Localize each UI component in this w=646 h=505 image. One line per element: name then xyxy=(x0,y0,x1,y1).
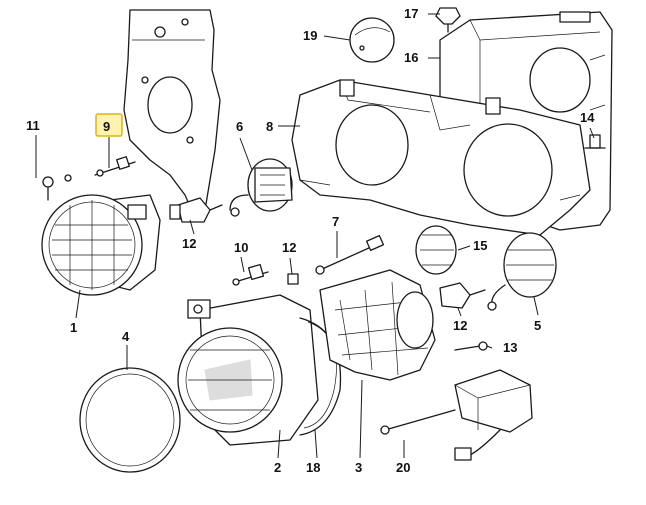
leader-lines xyxy=(35,13,595,459)
callout-3: 3 xyxy=(355,460,362,475)
lower-headlight-unit xyxy=(177,294,319,446)
callout-7: 7 xyxy=(332,214,339,229)
callout-19: 18 xyxy=(306,460,320,475)
adjusting-screw xyxy=(94,156,136,177)
gasket xyxy=(299,317,342,436)
nut xyxy=(287,273,299,285)
callout-9: 9 xyxy=(103,119,110,134)
adjuster-rod xyxy=(315,234,385,275)
bezel-ring xyxy=(79,367,181,473)
screw-14 xyxy=(454,341,488,351)
highlight-box-9 xyxy=(95,113,123,137)
callout-6: 6 xyxy=(236,119,243,134)
callout-17: 16 xyxy=(404,50,418,65)
callout-20: 19 xyxy=(303,28,317,43)
bulb-12-lower xyxy=(439,282,486,309)
callout-18: 17 xyxy=(404,6,418,21)
bulb-12-upper xyxy=(169,197,223,223)
callout-1: 1 xyxy=(70,320,77,335)
bulb-socket-16 xyxy=(415,225,457,275)
callout-4: 4 xyxy=(122,329,130,344)
callout-12-upper: 12 xyxy=(182,236,196,251)
callout-16: 15 xyxy=(473,238,487,253)
reflector-housing xyxy=(319,269,436,381)
callout-13: 12 xyxy=(282,240,296,255)
mounting-frame xyxy=(291,79,591,236)
callout-5: 5 xyxy=(534,318,541,333)
callout-14: 13 xyxy=(503,340,517,355)
callout-15: 14 xyxy=(580,110,595,125)
callout-21: 20 xyxy=(396,460,410,475)
range-control-module xyxy=(380,369,533,461)
bulb-socket-6 xyxy=(229,158,293,217)
callout-8: 8 xyxy=(266,119,273,134)
headlight-unit xyxy=(41,174,161,296)
callout-10: 10 xyxy=(234,240,248,255)
callout-12-lower: 12 xyxy=(453,318,467,333)
bulb-socket-5 xyxy=(487,232,557,311)
bracket-plate xyxy=(123,9,221,221)
callout-11: 11 xyxy=(26,118,40,133)
callout-labels: 11 9 1 4 6 8 19 17 16 14 12 10 12 7 15 5… xyxy=(26,6,595,475)
adjusting-bolt xyxy=(232,263,269,286)
clip xyxy=(435,7,461,33)
callout-2: 2 xyxy=(274,460,281,475)
screw-15 xyxy=(584,134,606,149)
cover-cap xyxy=(349,17,395,63)
